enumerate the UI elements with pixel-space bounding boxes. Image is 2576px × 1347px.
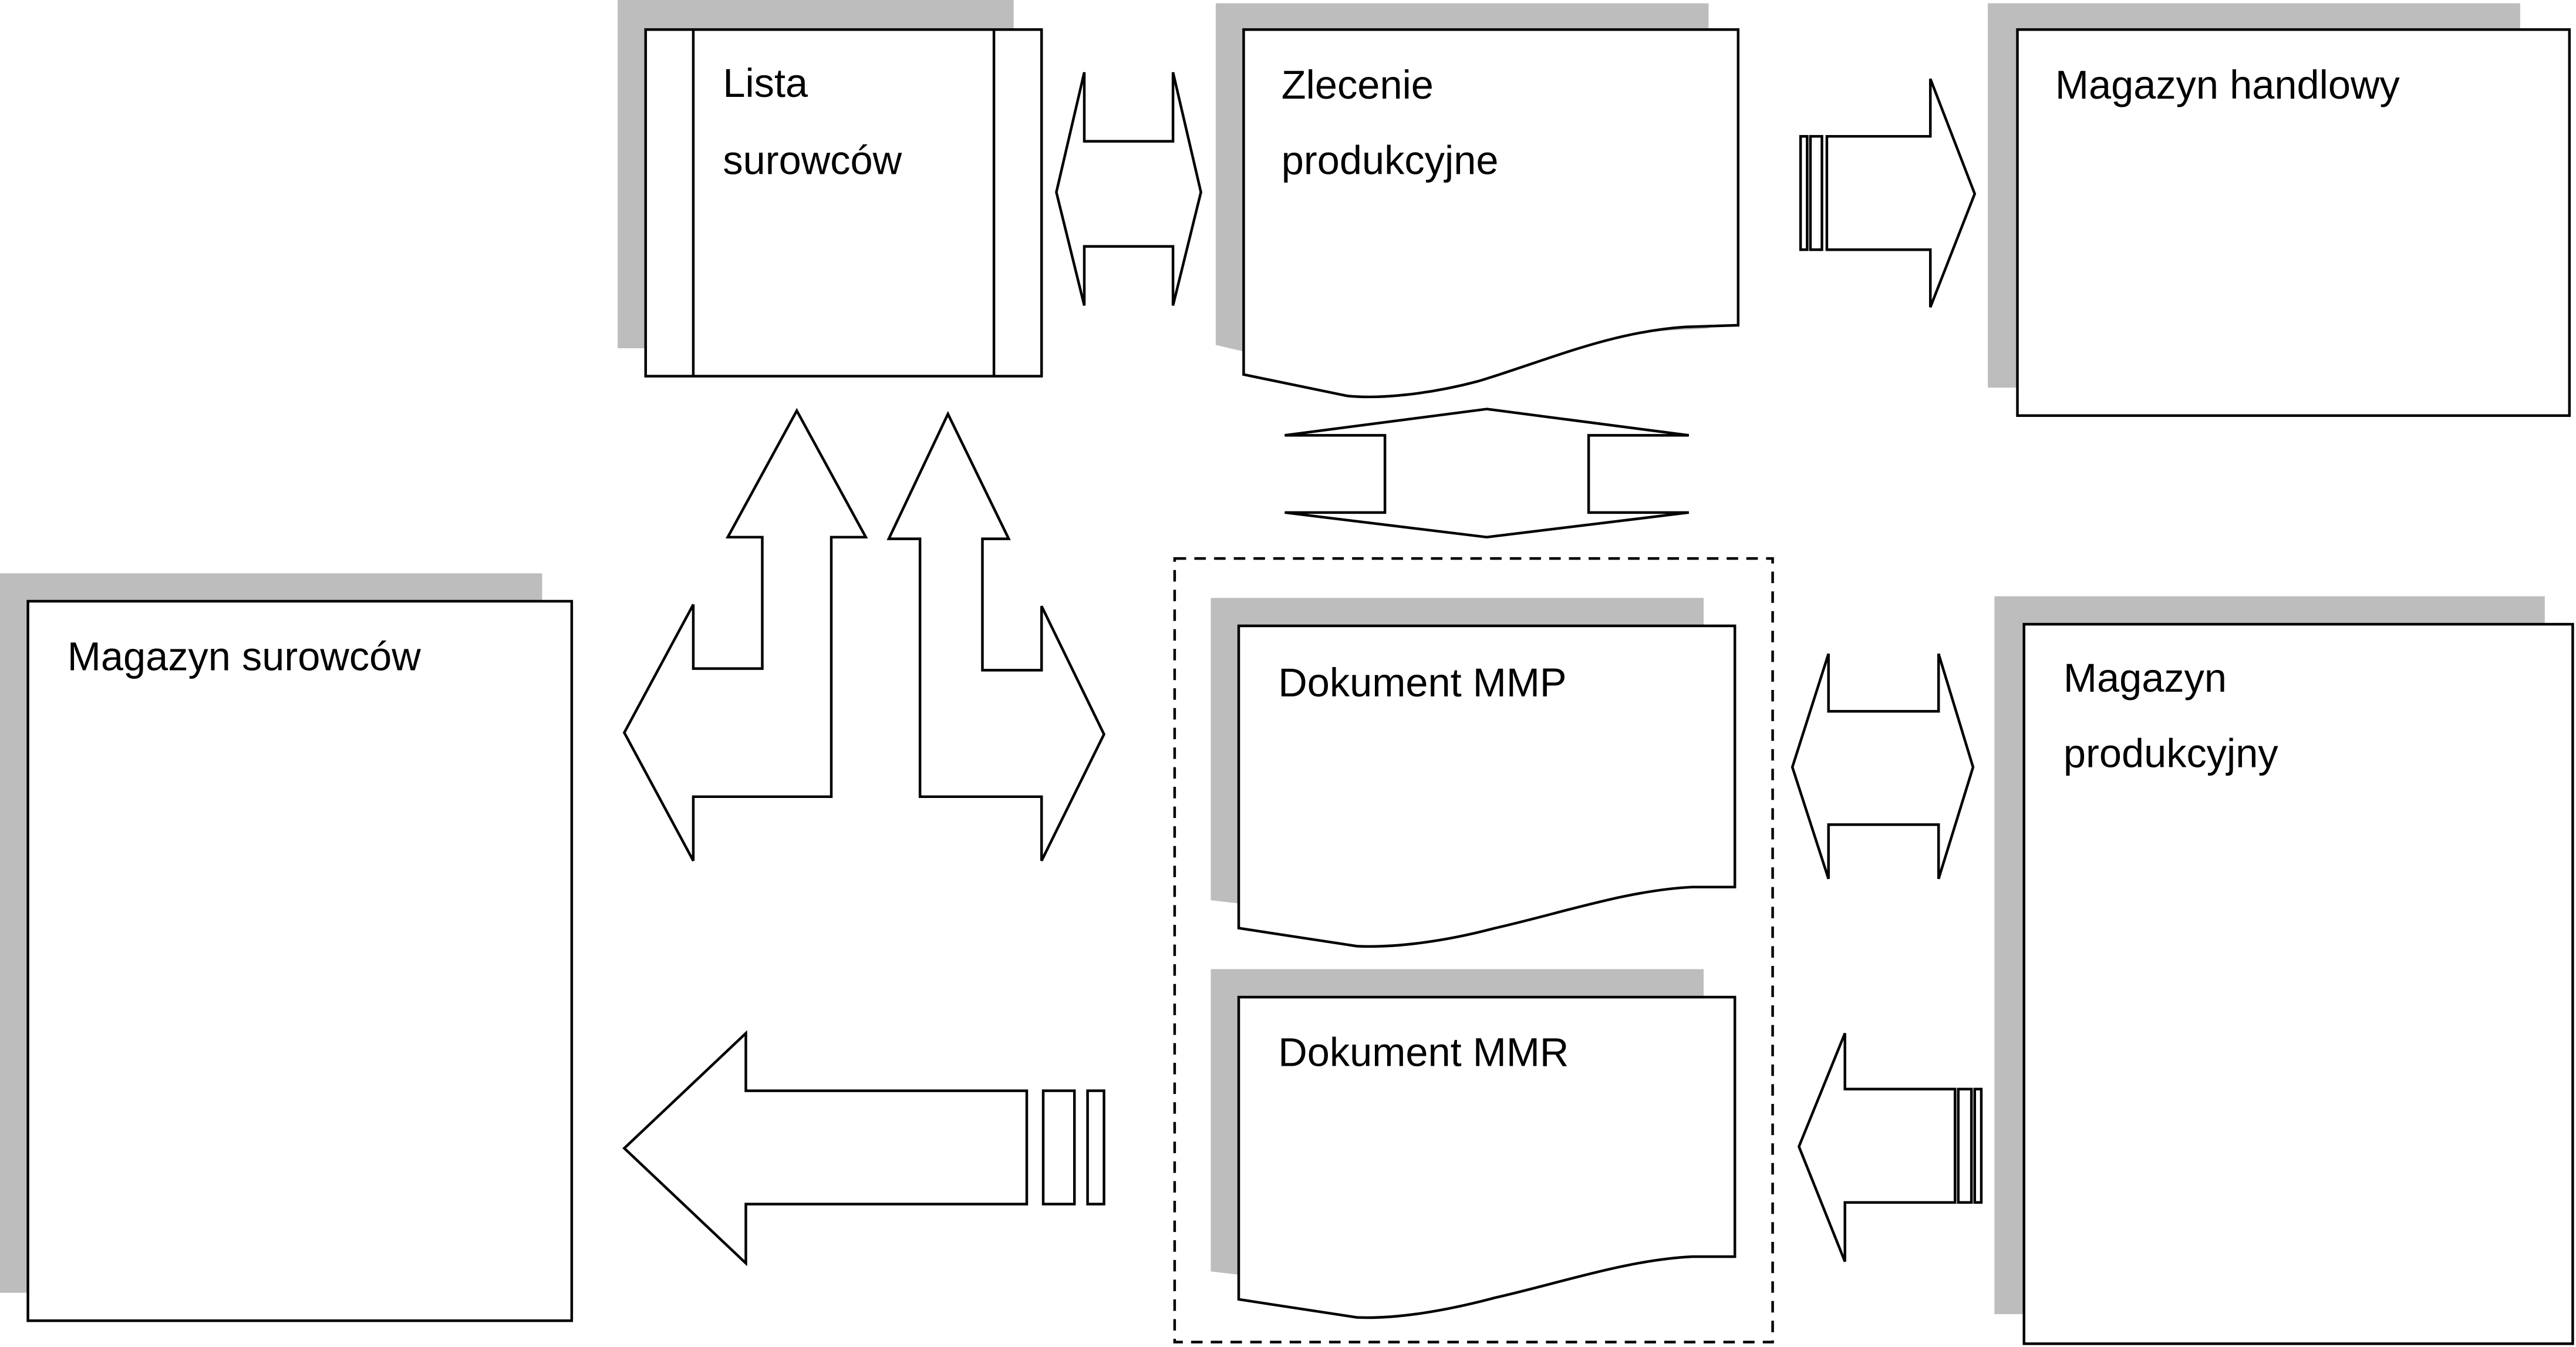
double-arrow-lista-zlecenie[interactable] (1055, 72, 1202, 306)
magazyn-produkcyjny-box (2022, 622, 2574, 1345)
node-dokument-mmr[interactable]: Dokument MMR (1211, 969, 1737, 1319)
node-label-line-1: Zlecenie (1282, 62, 1434, 107)
node-magazyn-surowcow[interactable]: Magazyn surowców (0, 573, 574, 1322)
node-label-line-2: surowców (723, 138, 902, 183)
stripe (1957, 1087, 1973, 1204)
lista-surowcow-box (644, 28, 1043, 378)
node-label: Magazyn handlowy (2055, 62, 2400, 107)
arrow-body (1825, 78, 1977, 308)
documents-group-border (1173, 557, 1774, 1343)
stripe (1973, 1087, 1983, 1204)
magazyn-surowcow-box (26, 600, 574, 1322)
node-magazyn-produkcyjny[interactable]: Magazyn produkcyjny (1994, 596, 2574, 1345)
node-label: Magazyn surowców (68, 634, 422, 679)
bent-arrow-lista-documents[interactable] (886, 410, 1106, 861)
striped-arrow-to-magazyn-surowcow[interactable] (622, 1030, 1105, 1267)
stripe (1799, 134, 1809, 251)
zlecenie-document-shape (1242, 28, 1740, 399)
arrow-body (622, 1030, 1029, 1267)
node-label-line-2: produkcyjne (1282, 138, 1499, 183)
striped-arrow-to-magazyn-handlowy[interactable] (1799, 78, 1977, 308)
node-magazyn-handlowy[interactable]: Magazyn handlowy (1988, 3, 2571, 417)
node-label: Dokument MMR (1278, 1030, 1569, 1075)
bent-arrow-surowce-lista[interactable] (622, 408, 868, 861)
magazyn-handlowy-box (2016, 28, 2571, 417)
arrow-body (1797, 1032, 1957, 1262)
node-dokument-mmp[interactable]: Dokument MMP (1211, 598, 1737, 948)
node-label-line-1: Lista (723, 60, 808, 106)
node-label-line-2: produkcyjny (2064, 730, 2279, 776)
stripe (1086, 1089, 1105, 1205)
node-lista-surowcow[interactable]: Lista surowców (618, 0, 1043, 378)
node-label: Dokument MMP (1278, 660, 1566, 705)
node-zlecenie-produkcyjne[interactable]: Zlecenie produkcyjne (1215, 3, 1740, 399)
double-arrow-zlecenie-documents[interactable] (1284, 408, 1690, 539)
double-arrow-mmp-produkcyjny[interactable] (1791, 653, 1975, 880)
stripe (1809, 134, 1823, 251)
node-label-line-1: Magazyn (2064, 655, 2227, 701)
mmp-document-shape (1237, 624, 1737, 948)
stripe (1041, 1089, 1076, 1205)
striped-arrow-to-dokument-mmr[interactable] (1797, 1032, 1983, 1262)
mmr-document-shape (1237, 995, 1737, 1319)
